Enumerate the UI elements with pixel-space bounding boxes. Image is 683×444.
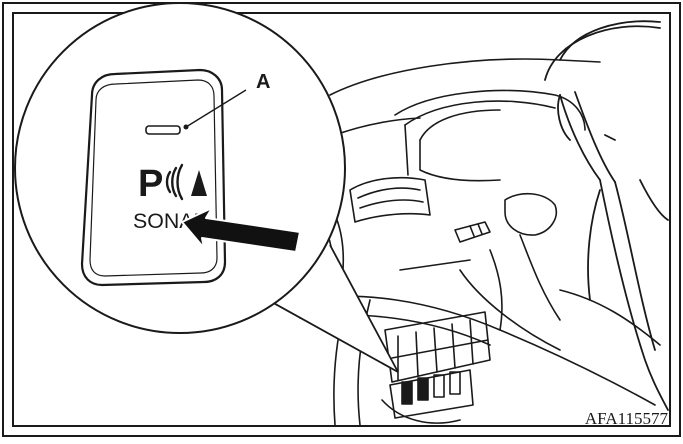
callout-label: A bbox=[256, 71, 270, 93]
switch-symbol-letter: P bbox=[138, 163, 163, 205]
figure-code: AFA115577 bbox=[585, 409, 669, 428]
callout-dot bbox=[184, 125, 189, 130]
indicator-lamp bbox=[146, 126, 180, 134]
